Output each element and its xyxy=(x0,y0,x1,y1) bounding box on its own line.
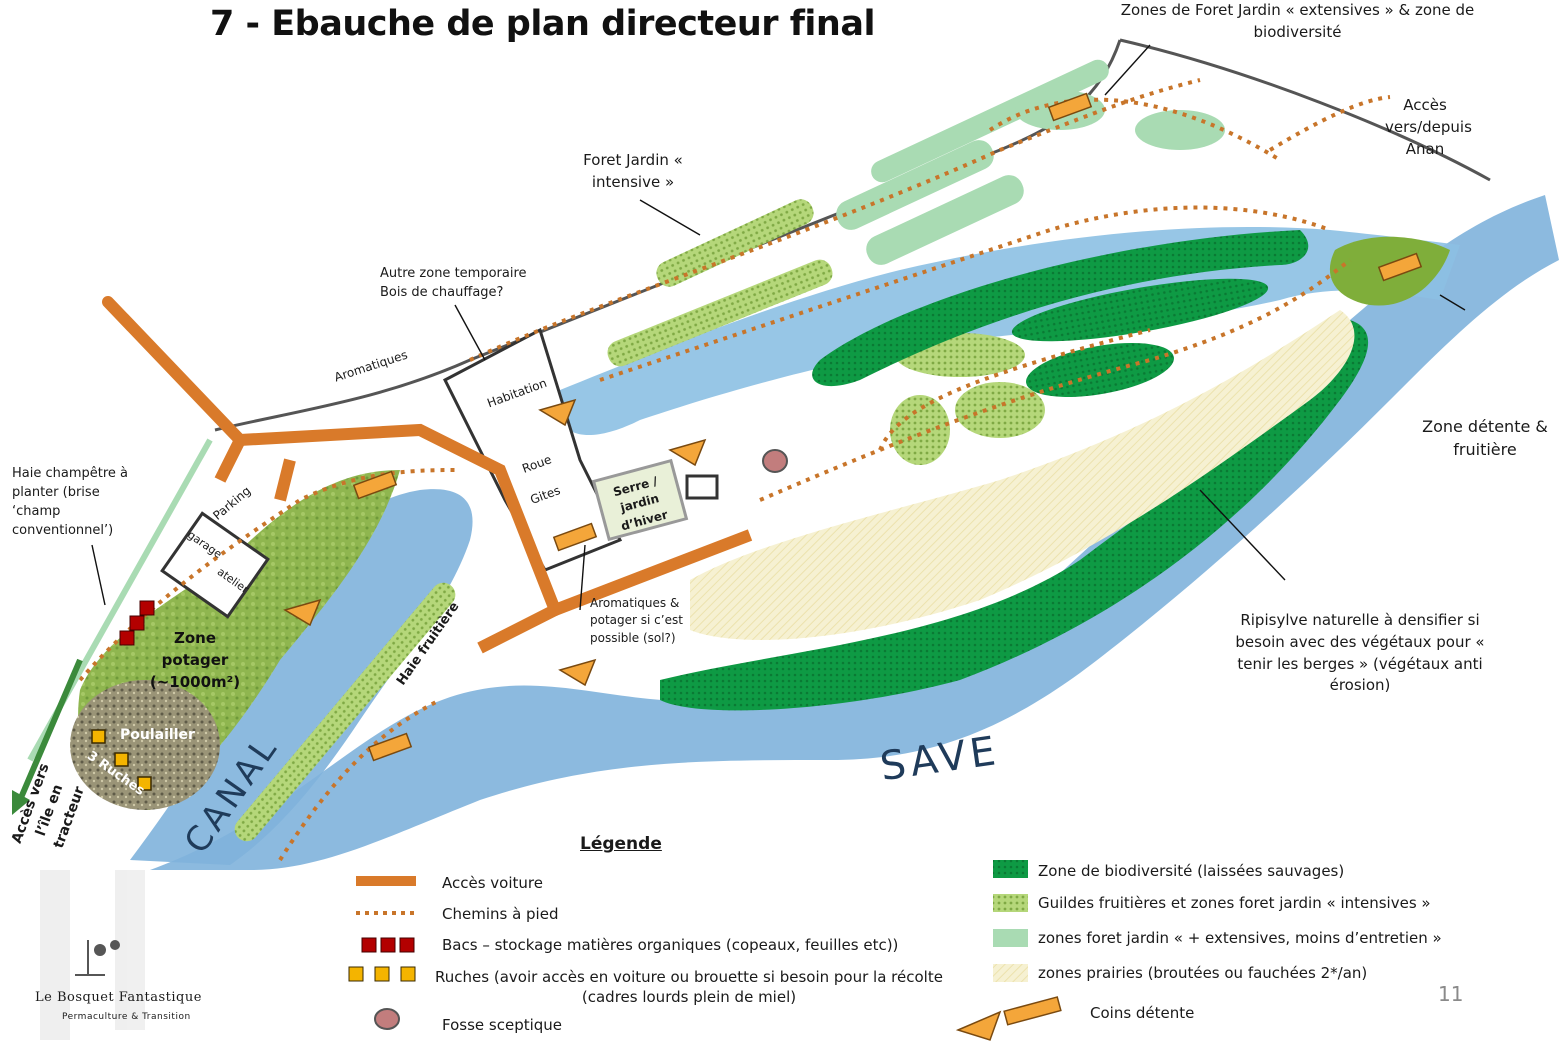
legend-swatch-hives xyxy=(348,966,416,982)
canal-water xyxy=(130,489,473,865)
legend-swatch-bio xyxy=(993,860,1028,878)
footpath-7 xyxy=(1268,95,1391,152)
zone-bio-2 xyxy=(1011,278,1269,342)
zone-bio-3 xyxy=(660,320,1369,711)
footpath-2 xyxy=(469,78,1201,362)
legend-biodiversity: Zone de biodiversité (laissées sauvages) xyxy=(1038,862,1345,880)
septic-map xyxy=(762,449,788,473)
legend-car-access: Accès voiture xyxy=(442,874,543,892)
label-zone-potager: Zone potager (~1000m²) xyxy=(149,629,241,691)
acces-ile-arrowhead xyxy=(12,790,30,815)
legend-swatch-septic xyxy=(374,1008,400,1030)
legend-bins: Bacs – stockage matières organiques (cop… xyxy=(442,936,899,954)
label-acces-anan: Accès vers/depuis Anan xyxy=(1385,96,1472,158)
zone-extensive-3 xyxy=(866,175,1024,265)
legend-extensive: zones foret jardin « + extensives, moins… xyxy=(1038,929,1442,947)
zone-guild-5 xyxy=(890,395,950,465)
hives-map xyxy=(91,729,152,791)
zone-extensive-1 xyxy=(871,59,1109,183)
zone-prairie xyxy=(690,310,1355,640)
label-foret-intensive: Foret Jardin « intensive » xyxy=(583,151,683,191)
relax-icons-map xyxy=(283,92,1423,762)
legend-swatch-prairie xyxy=(993,964,1028,982)
legend-hives: Ruches (avoir accès en voiture ou brouet… xyxy=(435,968,943,1006)
footpath-3 xyxy=(759,258,1352,502)
zone-guild-4 xyxy=(955,382,1045,438)
building-main xyxy=(443,327,623,572)
footpath-5 xyxy=(78,468,461,682)
zone-bio-4 xyxy=(1026,343,1174,397)
building-serre xyxy=(591,458,689,542)
zone-guild-1 xyxy=(656,199,814,287)
footpath-4 xyxy=(878,328,1151,451)
building-garage xyxy=(160,511,270,619)
car-access-branch-1 xyxy=(552,529,753,616)
annotation-lines xyxy=(91,44,1466,611)
logo-subtitle: Permaculture & Transition xyxy=(62,1012,191,1022)
car-access-branch-3 xyxy=(214,437,246,483)
legend-swatch-guild xyxy=(993,894,1028,912)
legend-swatch-extensive xyxy=(993,929,1028,947)
zone-guild-haie xyxy=(234,582,456,842)
legend-swatch-car xyxy=(356,876,416,886)
legend-septic: Fosse sceptique xyxy=(442,1016,563,1034)
building-small xyxy=(685,474,719,500)
footpath-8 xyxy=(988,97,1282,162)
label-poulailler: Poulailler xyxy=(120,727,195,743)
zone-poulailler xyxy=(70,680,220,810)
legend-relax: Coins détente xyxy=(1090,1004,1195,1022)
car-access-branch-2 xyxy=(477,604,558,654)
acces-ile-arrow xyxy=(17,658,83,802)
label-haie-champetre: Haie champêtre à planter (brise ‘champ c… xyxy=(12,466,129,538)
label-aromatiques-potager: Aromatiques & potager si c’est possible … xyxy=(590,596,683,645)
zone-bio-1 xyxy=(812,230,1309,387)
legend-prairie: zones prairies (broutées ou fauchées 2*/… xyxy=(1038,964,1368,982)
car-access-branch-4 xyxy=(274,458,296,502)
label-ripisylve: Ripisylve naturelle à densifier si besoi… xyxy=(1235,611,1485,695)
footpath-6 xyxy=(278,698,441,862)
zone-extensive-2 xyxy=(836,140,994,230)
bins-map xyxy=(119,600,155,646)
zone-guild-2 xyxy=(607,259,833,367)
logo-name: Le Bosquet Fantastique xyxy=(35,990,202,1005)
label-zone-temporaire: Autre zone temporaire Bois de chauffage? xyxy=(380,266,527,300)
footpath-1 xyxy=(599,205,1331,382)
zone-extensive-5 xyxy=(1135,110,1225,150)
car-access-path xyxy=(102,296,561,616)
logo-mark xyxy=(40,870,145,1040)
legend-swatch-relax xyxy=(955,996,1062,1041)
page-number: 11 xyxy=(1438,982,1464,1006)
label-zones-extensives: Zones de Foret Jardin « extensives » & z… xyxy=(1120,1,1475,41)
legend-swatch-bins xyxy=(361,937,415,953)
legend-footpaths: Chemins à pied xyxy=(442,905,559,923)
page-title: 7 - Ebauche de plan directeur final xyxy=(210,4,875,44)
legend-guilds: Guildes fruitières et zones foret jardin… xyxy=(1038,894,1431,912)
river-save xyxy=(150,195,1559,870)
legend-title: Légende xyxy=(580,834,662,854)
label-zone-detente: Zone détente & fruitière xyxy=(1422,417,1548,460)
